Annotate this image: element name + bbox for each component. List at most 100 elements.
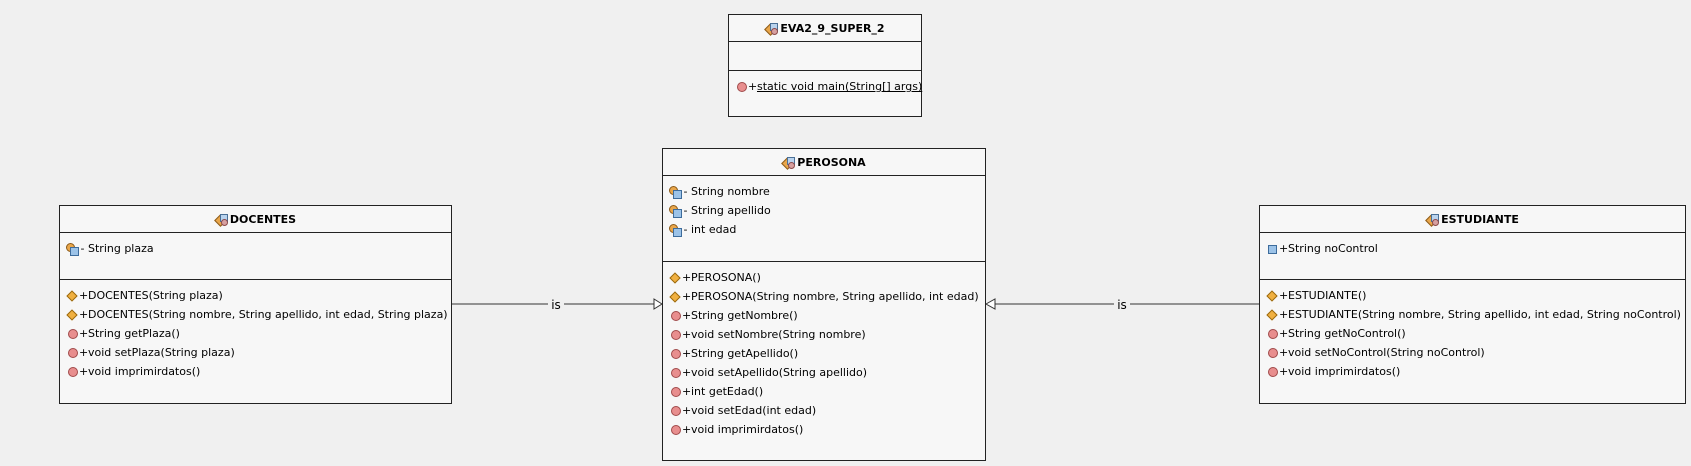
method-signature: ESTUDIANTE(String nombre, String apellid…	[1288, 308, 1681, 321]
method-signature: String getNombre()	[691, 309, 798, 322]
constructor-icon	[669, 290, 681, 303]
visibility-marker: +	[682, 290, 692, 303]
private-field-icon	[66, 242, 79, 256]
attribute-signature: String plaza	[88, 242, 154, 255]
method-icon	[669, 348, 681, 360]
method-icon	[66, 328, 78, 340]
method-row[interactable]: +DOCENTES(String nombre, String apellido…	[66, 305, 451, 324]
attribute-signature: String apellido	[691, 204, 771, 217]
class-name: DOCENTES	[229, 212, 297, 226]
visibility-marker: +	[682, 328, 692, 341]
estudiante-inheritance-arrowhead	[984, 298, 996, 310]
method-row[interactable]: +int getEdad()	[669, 382, 985, 401]
class-icon	[781, 156, 796, 170]
visibility-marker: +	[79, 327, 89, 340]
method-row[interactable]: +PEROSONA()	[669, 268, 985, 287]
attribute-row[interactable]: +String noControl	[1266, 239, 1685, 258]
visibility-marker: +	[1279, 346, 1289, 359]
method-row[interactable]: +void setApellido(String apellido)	[669, 363, 985, 382]
method-row[interactable]: +void imprimirdatos()	[1266, 362, 1685, 381]
class-icon	[214, 213, 228, 227]
visibility-marker: +	[79, 365, 89, 378]
methods-section: +PEROSONA()+PEROSONA(String nombre, Stri…	[663, 262, 985, 439]
method-row[interactable]: +String getApellido()	[669, 344, 985, 363]
method-signature: String getApellido()	[691, 347, 799, 360]
visibility-marker: +	[1279, 365, 1289, 378]
visibility-marker: -	[683, 204, 688, 217]
method-row[interactable]: +void setPlaza(String plaza)	[66, 343, 451, 362]
attributes-section	[729, 42, 921, 71]
attribute-row[interactable]: -String plaza	[66, 239, 451, 258]
attribute-row[interactable]: -int edad	[669, 220, 985, 239]
private-field-icon	[669, 223, 682, 237]
method-row[interactable]: +String getNombre()	[669, 306, 985, 325]
label-background	[1114, 297, 1130, 311]
attribute-row[interactable]: -String apellido	[669, 201, 985, 220]
visibility-marker: +	[1279, 308, 1289, 321]
method-signature: String getNoControl()	[1288, 327, 1406, 340]
method-row[interactable]: +void setNoControl(String noControl)	[1266, 343, 1685, 362]
method-icon	[669, 329, 681, 341]
method-signature: DOCENTES(String nombre, String apellido,…	[88, 308, 448, 321]
method-row[interactable]: +ESTUDIANTE(String nombre, String apelli…	[1266, 305, 1685, 324]
method-row[interactable]: +static void main(String[] args)	[735, 77, 923, 96]
method-row[interactable]: +void imprimirdatos()	[66, 362, 451, 381]
visibility-marker: -	[80, 242, 85, 255]
constructor-icon	[66, 308, 78, 321]
method-icon	[1266, 347, 1278, 359]
class-docentes[interactable]: DOCENTES -String plaza +DOCENTES(String …	[59, 205, 452, 404]
visibility-marker: +	[682, 423, 692, 436]
constructor-icon	[669, 271, 681, 284]
attribute-row[interactable]: -String nombre	[669, 182, 985, 201]
visibility-marker: +	[682, 385, 692, 398]
method-signature: void imprimirdatos()	[691, 423, 804, 436]
method-signature: void imprimirdatos()	[88, 365, 201, 378]
constructor-icon	[1266, 308, 1278, 321]
method-row[interactable]: +void setNombre(String nombre)	[669, 325, 985, 344]
method-icon	[669, 424, 681, 436]
method-row[interactable]: +void imprimirdatos()	[669, 420, 985, 439]
method-icon	[1266, 366, 1278, 378]
method-row[interactable]: +DOCENTES(String plaza)	[66, 286, 451, 305]
visibility-marker: +	[79, 346, 89, 359]
method-icon	[669, 310, 681, 322]
class-main[interactable]: EVA2_9_SUPER_2 +static void main(String[…	[728, 14, 922, 117]
visibility-marker: +	[682, 309, 692, 322]
private-field-icon	[669, 204, 682, 218]
method-signature: static void main(String[] args)	[757, 80, 923, 93]
method-icon	[669, 405, 681, 417]
method-icon	[66, 347, 78, 359]
docentes-relation-label: is	[551, 298, 561, 312]
visibility-marker: +	[748, 80, 758, 93]
method-signature: void setApellido(String apellido)	[691, 366, 868, 379]
method-signature: DOCENTES(String plaza)	[88, 289, 223, 302]
method-row[interactable]: +String getPlaza()	[66, 324, 451, 343]
class-persona[interactable]: PEROSONA -String nombre-String apellido-…	[662, 148, 986, 461]
methods-section: +DOCENTES(String plaza)+DOCENTES(String …	[60, 280, 451, 381]
method-icon	[669, 386, 681, 398]
method-signature: void imprimirdatos()	[1288, 365, 1401, 378]
methods-section: +static void main(String[] args)	[729, 71, 923, 96]
class-header: EVA2_9_SUPER_2	[729, 15, 921, 42]
class-estudiante[interactable]: ESTUDIANTE +String noControl +ESTUDIANTE…	[1259, 205, 1686, 404]
docentes-inheritance-arrowhead	[653, 298, 663, 310]
attributes-section: -String plaza	[60, 233, 451, 280]
class-header: ESTUDIANTE	[1260, 206, 1685, 233]
class-name: PEROSONA	[797, 155, 866, 169]
visibility-marker: +	[682, 366, 692, 379]
method-row[interactable]: +void setEdad(int edad)	[669, 401, 985, 420]
attribute-signature: String nombre	[691, 185, 770, 198]
method-icon	[669, 367, 681, 379]
method-signature: PEROSONA()	[691, 271, 761, 284]
method-row[interactable]: +ESTUDIANTE()	[1266, 286, 1685, 305]
method-row[interactable]: +String getNoControl()	[1266, 324, 1685, 343]
class-header: PEROSONA	[663, 149, 985, 176]
visibility-marker: +	[79, 308, 89, 321]
method-signature: ESTUDIANTE()	[1288, 289, 1367, 302]
method-row[interactable]: +PEROSONA(String nombre, String apellido…	[669, 287, 985, 306]
attributes-section: -String nombre-String apellido-int edad	[663, 176, 985, 262]
estudiante-relation-label: is	[1117, 298, 1127, 312]
visibility-marker: +	[79, 289, 89, 302]
